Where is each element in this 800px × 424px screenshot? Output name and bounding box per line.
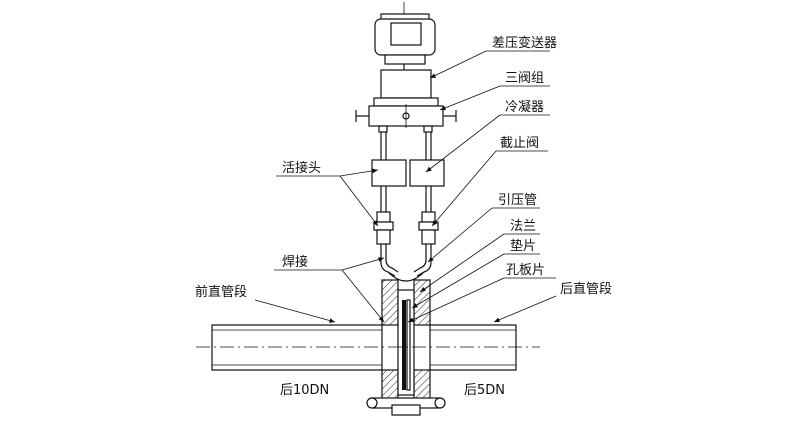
transmitter-body xyxy=(380,69,432,99)
pipe-rear-section xyxy=(429,324,517,371)
impulse-pipes-lower xyxy=(380,244,432,282)
label-weld: 焊接 xyxy=(282,254,308,270)
label-rear-10dn: 后10DN xyxy=(280,383,329,398)
impulse-line-upper xyxy=(380,132,432,160)
pipe-front-section xyxy=(211,324,383,371)
label-gasket: 垫片 xyxy=(510,238,536,254)
three-valve-manifold xyxy=(355,97,457,133)
label-orifice-plate: 孔板片 xyxy=(506,263,545,278)
label-condenser: 冷凝器 xyxy=(505,99,544,115)
label-union: 活接头 xyxy=(282,160,321,176)
label-impulse-pipe: 引压管 xyxy=(498,193,537,208)
label-front-pipe: 前直管段 xyxy=(195,284,247,300)
label-rear-5dn: 后5DN xyxy=(464,383,505,398)
unions xyxy=(373,211,439,245)
label-rear-pipe: 后直管段 xyxy=(560,282,612,297)
label-stop-valve: 截止阀 xyxy=(500,136,539,151)
transmitter-head xyxy=(374,2,436,70)
label-three-valve: 三阀组 xyxy=(505,71,544,86)
label-transmitter: 差压变送器 xyxy=(492,35,557,51)
condensers xyxy=(371,159,445,187)
leader-lines xyxy=(254,50,557,323)
label-flange: 法兰 xyxy=(510,219,536,234)
flange-assembly xyxy=(366,279,446,416)
impulse-line-middle xyxy=(380,186,432,212)
